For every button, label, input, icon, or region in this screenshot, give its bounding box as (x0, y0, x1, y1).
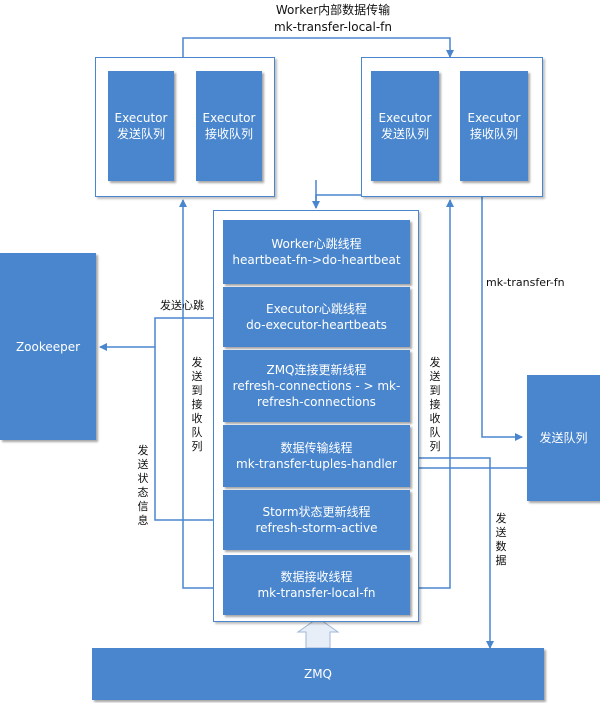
label: 发送队列 (539, 431, 588, 445)
label: 数据传输线程 (280, 441, 353, 455)
label-mk-transfer-fn: mk-transfer-fn (486, 276, 565, 289)
thread-data-receive: 数据接收线程 mk-transfer-local-fn (223, 555, 410, 615)
label-send-data: 发送数据 (495, 512, 507, 567)
label: refresh-connections - > mk-refresh-conne… (232, 379, 401, 409)
label: mk-transfer-local-fn (257, 586, 376, 600)
top-transfer-arrow (179, 37, 454, 64)
label: Executor心跳线程 (266, 302, 367, 316)
left-executor-send-queue: Executor 发送队列 (108, 71, 174, 181)
right-executor-send-queue: Executor 发送队列 (371, 71, 439, 181)
send-data-arrow (410, 457, 494, 649)
zmq-block: ZMQ (92, 648, 544, 700)
label: 发送队列 (380, 127, 429, 141)
label: ZMQ连接更新线程 (266, 363, 367, 377)
label: 接收队列 (204, 127, 253, 141)
label: do-executor-heartbeats (246, 318, 387, 332)
label: Executor (467, 111, 521, 125)
thread-storm-status: Storm状态更新线程 refresh-storm-active (223, 490, 410, 550)
label: heartbeat-fn->do-heartbeat (232, 253, 401, 267)
thread-data-transfer: 数据传输线程 mk-transfer-tuples-handler (223, 425, 410, 487)
label: refresh-storm-active (255, 521, 378, 535)
label: Worker心跳线程 (271, 237, 362, 251)
zmq-up-arrow (296, 617, 340, 649)
diagram-title-line2: mk-transfer-local-fn (273, 20, 393, 34)
right-recv-arrow (410, 199, 454, 589)
left-recv-arrow (179, 199, 222, 589)
label: 接收队列 (469, 127, 518, 141)
label-send-heartbeat: 发送心跳 (160, 299, 204, 312)
label: 数据接收线程 (280, 570, 353, 584)
label: ZMQ (303, 667, 333, 681)
label-send-to-recv-left: 发送到接收队列 (191, 356, 203, 453)
label: 发送队列 (116, 127, 165, 141)
thread-worker-heartbeat: Worker心跳线程 heartbeat-fn->do-heartbeat (223, 220, 410, 284)
label: Executor (114, 111, 168, 125)
thread-zmq-refresh: ZMQ连接更新线程 refresh-connections - > mk-ref… (223, 350, 410, 422)
label-send-to-recv-right: 发送到接收队列 (429, 356, 441, 453)
label: mk-transfer-tuples-handler (236, 457, 397, 471)
left-executor-recv-queue: Executor 接收队列 (196, 71, 262, 181)
status-arrow (154, 347, 222, 521)
diagram-title: Worker内部数据传输 mk-transfer-local-fn (223, 2, 443, 36)
thread-executor-heartbeat: Executor心跳线程 do-executor-heartbeats (223, 287, 410, 347)
send-queue-block: 发送队列 (527, 375, 600, 501)
heartbeat-arrow (99, 317, 222, 351)
zookeeper-block: Zookeeper (0, 253, 96, 440)
diagram-title-line1: Worker内部数据传输 (275, 3, 391, 17)
label: Executor (378, 111, 432, 125)
label-send-status: 发送状态信息 (137, 444, 149, 527)
label: Executor (202, 111, 256, 125)
mk-transfer-fn-arrow (481, 180, 523, 441)
label: Zookeeper (15, 339, 81, 354)
label: Storm状态更新线程 (262, 505, 371, 519)
right-executor-recv-queue: Executor 接收队列 (460, 71, 528, 181)
